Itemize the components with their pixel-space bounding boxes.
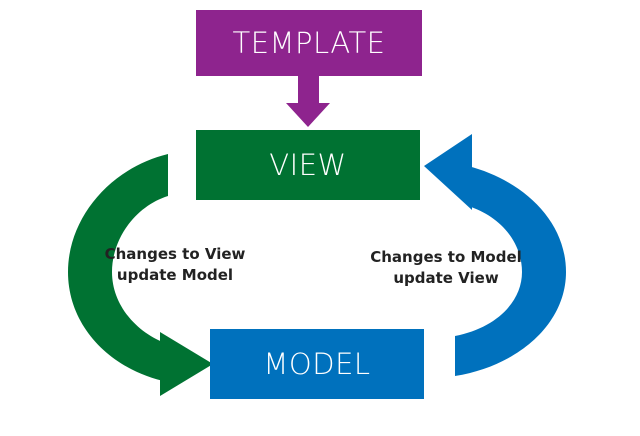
- view-label: VIEW: [269, 148, 347, 182]
- template-label: TEMPLATE: [232, 26, 386, 60]
- model-label: MODEL: [263, 347, 371, 381]
- model-to-view-caption: Changes to Model update View: [357, 247, 535, 289]
- view-to-model-caption: Changes to View update Model: [95, 244, 255, 286]
- view-to-model-caption-line2: update Model: [116, 266, 234, 284]
- model-to-view-arrow-icon: [424, 134, 566, 376]
- template-to-view-arrow-icon: [286, 76, 330, 127]
- view-to-model-caption-line1: Changes to View: [104, 245, 246, 263]
- model-box: MODEL: [210, 329, 424, 399]
- model-to-view-caption-line2: update View: [393, 269, 499, 287]
- template-box: TEMPLATE: [196, 10, 422, 76]
- model-to-view-caption-line1: Changes to Model: [370, 248, 522, 266]
- view-box: VIEW: [196, 130, 420, 200]
- view-to-model-arrow-icon: [68, 154, 213, 396]
